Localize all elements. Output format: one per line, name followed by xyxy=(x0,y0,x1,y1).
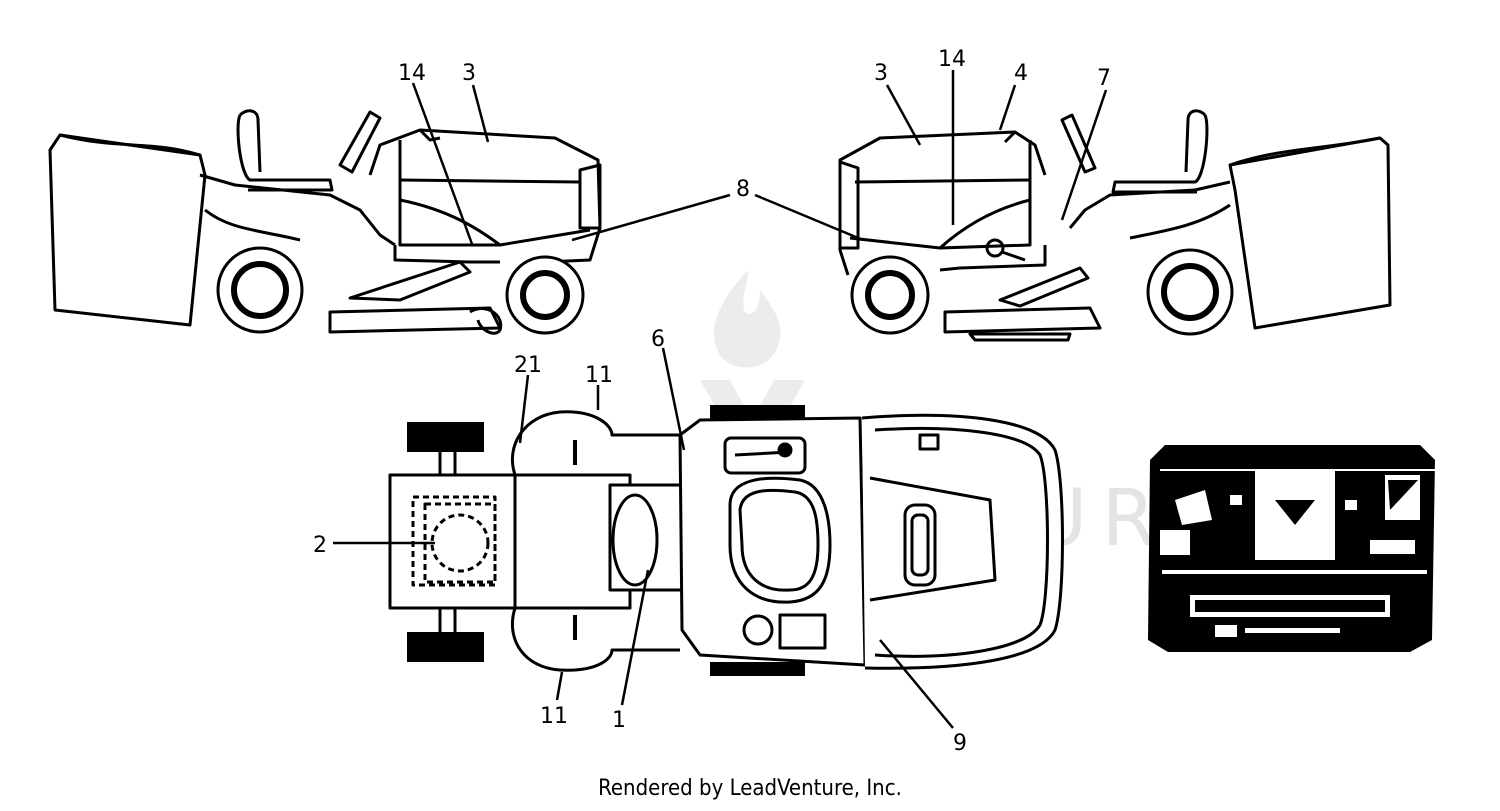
callout-14-right: 14 xyxy=(938,47,966,72)
callout-11-top: 11 xyxy=(585,363,613,388)
callout-1: 1 xyxy=(612,708,626,733)
callout-labels: 14 3 3 14 4 7 8 6 21 11 2 11 1 9 xyxy=(313,47,1111,756)
left-tractor-side-view xyxy=(48,109,602,335)
callout-7: 7 xyxy=(1097,66,1111,91)
callout-3-left: 3 xyxy=(462,61,476,86)
callout-6: 6 xyxy=(651,327,665,352)
callout-21: 21 xyxy=(514,353,542,378)
callout-8: 8 xyxy=(736,177,750,202)
control-panel-decal xyxy=(1148,445,1435,652)
credit-text: Rendered by LeadVenture, Inc. xyxy=(598,776,902,801)
right-tractor-side-view xyxy=(838,109,1392,342)
watermark-lv-icon xyxy=(700,380,805,450)
callout-2: 2 xyxy=(313,533,327,558)
callout-14-left: 14 xyxy=(398,61,426,86)
tractor-top-view xyxy=(388,405,1064,676)
leader-lines xyxy=(333,70,1108,729)
callout-3-right: 3 xyxy=(874,61,888,86)
callout-4: 4 xyxy=(1014,61,1028,86)
callout-11-bottom: 11 xyxy=(540,704,568,729)
callout-9: 9 xyxy=(953,731,967,756)
watermark-flame-icon xyxy=(714,270,781,368)
